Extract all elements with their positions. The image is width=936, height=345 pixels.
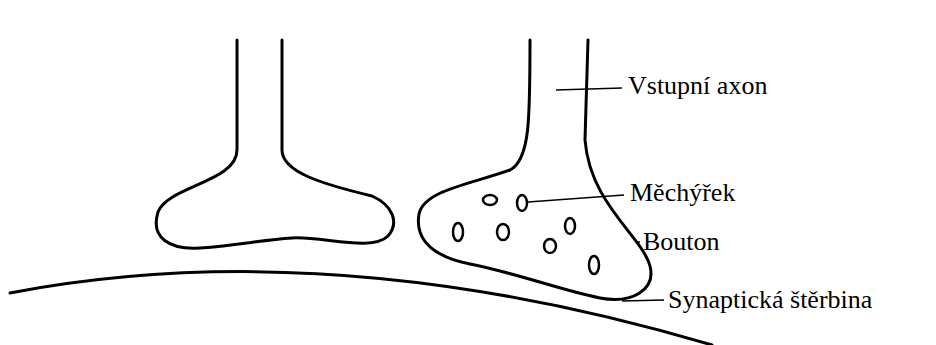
part-label: Vstupní axon xyxy=(628,71,767,101)
part-label: Synaptická štěrbina xyxy=(668,285,872,315)
right-terminal xyxy=(418,40,651,299)
left-terminal xyxy=(156,40,393,248)
part-label: Měchýřek xyxy=(630,178,735,208)
part-label: Bouton xyxy=(643,227,720,257)
vesicles xyxy=(453,195,599,274)
postsynaptic-membrane xyxy=(10,272,712,345)
